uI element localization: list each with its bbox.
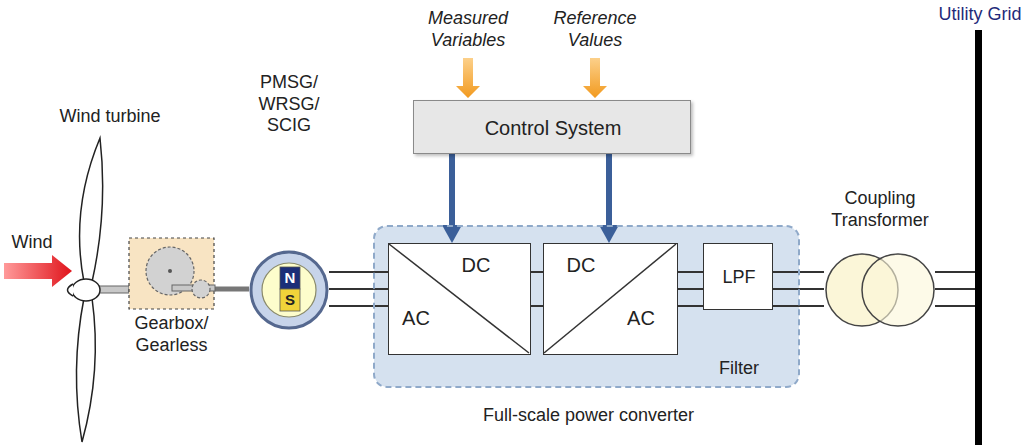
input-arrow	[456, 58, 480, 98]
transformer-symbol: Coupling Transformer	[824, 252, 936, 328]
magnet-pole-slot: N	[280, 267, 300, 288]
node-text: Control System	[485, 116, 622, 140]
text-slot: AC	[611, 306, 671, 330]
text-slot: DC	[446, 253, 506, 277]
input-label: Measured Variables	[413, 8, 523, 51]
turbine-label: Wind turbine	[35, 106, 185, 128]
node-text: Gearbox/ Gearless	[116, 313, 227, 356]
dc-link-wires	[531, 272, 543, 306]
diagDown-outline	[389, 244, 530, 354]
magnet-pole-slot: S	[280, 289, 300, 310]
wind-arrow	[4, 255, 72, 287]
node-caption: Filter	[719, 358, 759, 380]
text-slot: AC	[386, 306, 446, 330]
grid-label: Utility Grid	[928, 4, 1032, 26]
node-text: PMSG/ WRSG/ SCIG	[254, 72, 324, 137]
node-text: LPF	[722, 267, 755, 289]
magnet-pole: S	[285, 292, 295, 307]
wind-label: Wind	[4, 232, 60, 254]
input-label-slot: Reference Values	[540, 8, 650, 51]
grid-bus-bar	[975, 30, 982, 445]
input-label-slot: Measured Variables	[413, 8, 523, 51]
text-slot: Full-scale power converter	[375, 405, 802, 427]
converter-band-fill	[374, 226, 799, 387]
turbine-hub	[72, 279, 100, 301]
input-arrow	[583, 58, 607, 98]
wind-label-slot: Wind	[4, 232, 60, 254]
generator-outline	[249, 250, 329, 330]
turbine-blade	[76, 298, 95, 442]
gearbox-outline	[128, 237, 215, 310]
input-label: Reference Values	[540, 8, 650, 51]
grid-label-slot: Utility Grid	[928, 4, 1032, 26]
grid-wire	[935, 271, 976, 273]
text-slot: Control System	[414, 101, 692, 155]
converter-band: Full-scale power converterDCACDCACLPFFil…	[373, 225, 800, 388]
filter-box: LPFFilter	[703, 243, 773, 310]
generator-shaft	[215, 287, 249, 292]
control-arrow	[606, 154, 612, 229]
diagUp-outline	[544, 244, 677, 354]
inverter-box: DC AC	[543, 243, 678, 355]
text-slot: PMSG/ WRSG/ SCIG	[254, 72, 324, 137]
text-slot: LPF	[704, 244, 774, 311]
rectifier-box: DC AC	[388, 243, 531, 355]
node-text: DC	[567, 253, 596, 277]
node-caption: AC	[627, 306, 655, 330]
grid-wire	[935, 305, 976, 307]
turbine-label-slot: Wind turbine	[35, 106, 185, 128]
text-slot: DC	[551, 253, 611, 277]
node-caption: AC	[402, 306, 430, 330]
text-slot: Coupling Transformer	[818, 188, 942, 231]
power-wires	[773, 272, 824, 306]
node-text: Full-scale power converter	[483, 405, 694, 427]
power-wires	[329, 272, 388, 306]
turbine-blade	[80, 138, 103, 282]
control-box: Control System	[413, 100, 691, 154]
grid-wire	[935, 288, 976, 290]
power-wires	[678, 272, 703, 306]
control-arrow	[449, 154, 455, 229]
text-slot: Filter	[689, 358, 789, 380]
node-text: Coupling Transformer	[818, 188, 942, 231]
gearbox-box: Gearbox/ Gearless	[128, 237, 215, 310]
text-slot: Gearbox/ Gearless	[116, 313, 227, 356]
magnet-pole: N	[285, 270, 296, 285]
node-text: DC	[462, 253, 491, 277]
turbine-nose	[68, 284, 74, 296]
transformer-outline	[824, 252, 936, 328]
generator-circle: PMSG/ WRSG/ SCIG	[249, 250, 329, 330]
